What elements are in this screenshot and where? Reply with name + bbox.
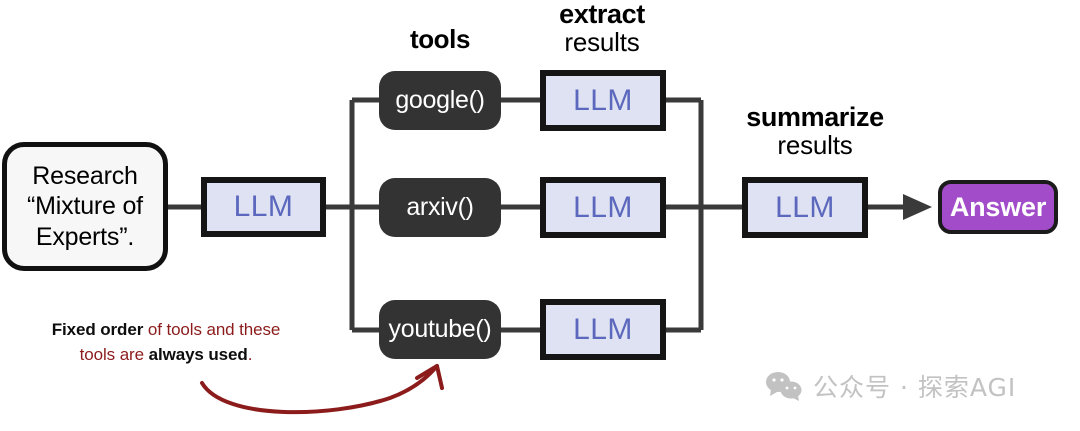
prompt-box[interactable]: Research “Mixture of Experts”.: [2, 142, 168, 271]
note-mid-1: of tools and these: [143, 320, 281, 339]
answer-box[interactable]: Answer: [938, 180, 1058, 234]
tool-box-google[interactable]: google(): [379, 71, 501, 130]
tool-box-arxiv[interactable]: arxiv(): [379, 178, 501, 237]
caption-extract-results: extract results: [528, 0, 676, 56]
tool-label-google: google(): [395, 86, 485, 114]
caption-tools: tools: [378, 24, 502, 54]
watermark-text: 公众号 · 探索AGI: [813, 373, 1017, 402]
summarizer-llm-box[interactable]: LLM: [742, 177, 868, 238]
router-llm-label: LLM: [233, 190, 294, 223]
caption-summarize-results: summarize results: [720, 103, 910, 159]
wechat-icon: [766, 372, 802, 401]
extract-llm-box-youtube[interactable]: LLM: [540, 299, 666, 360]
extract-llm-box-google[interactable]: LLM: [540, 70, 666, 131]
annotation-arrow: [200, 364, 444, 415]
extract-llm-label-google: LLM: [573, 83, 633, 117]
note-tail: .: [247, 344, 253, 364]
extract-llm-box-arxiv[interactable]: LLM: [540, 177, 666, 238]
router-llm-box[interactable]: LLM: [201, 177, 326, 237]
tool-box-youtube[interactable]: youtube(): [379, 300, 501, 359]
extract-llm-label-youtube: LLM: [573, 312, 633, 346]
prompt-line-1: Research: [32, 161, 138, 190]
caption-extract-plain: results: [564, 26, 640, 57]
caption-summarize-plain: results: [777, 129, 853, 160]
summarizer-llm-label: LLM: [775, 190, 835, 224]
caption-summarize-strong: summarize: [746, 102, 884, 132]
note-bold-2: always used: [148, 344, 248, 364]
tool-label-arxiv: arxiv(): [406, 193, 474, 221]
note-mid-2: tools are: [79, 344, 149, 364]
annotation-note: Fixed order of tools and these tools are…: [6, 318, 326, 367]
caption-tools-strong: tools: [409, 24, 471, 54]
answer-label: Answer: [949, 191, 1047, 222]
note-bold-1: Fixed order: [51, 320, 144, 339]
prompt-line-2: “Mixture of: [27, 192, 143, 221]
extract-llm-label-arxiv: LLM: [573, 190, 633, 224]
prompt-line-3: Experts”.: [35, 222, 135, 251]
arrowhead-to-answer: [903, 194, 932, 220]
tool-label-youtube: youtube(): [388, 315, 492, 343]
watermark: 公众号 · 探索AGI: [765, 368, 1016, 404]
caption-extract-strong: extract: [559, 0, 645, 29]
